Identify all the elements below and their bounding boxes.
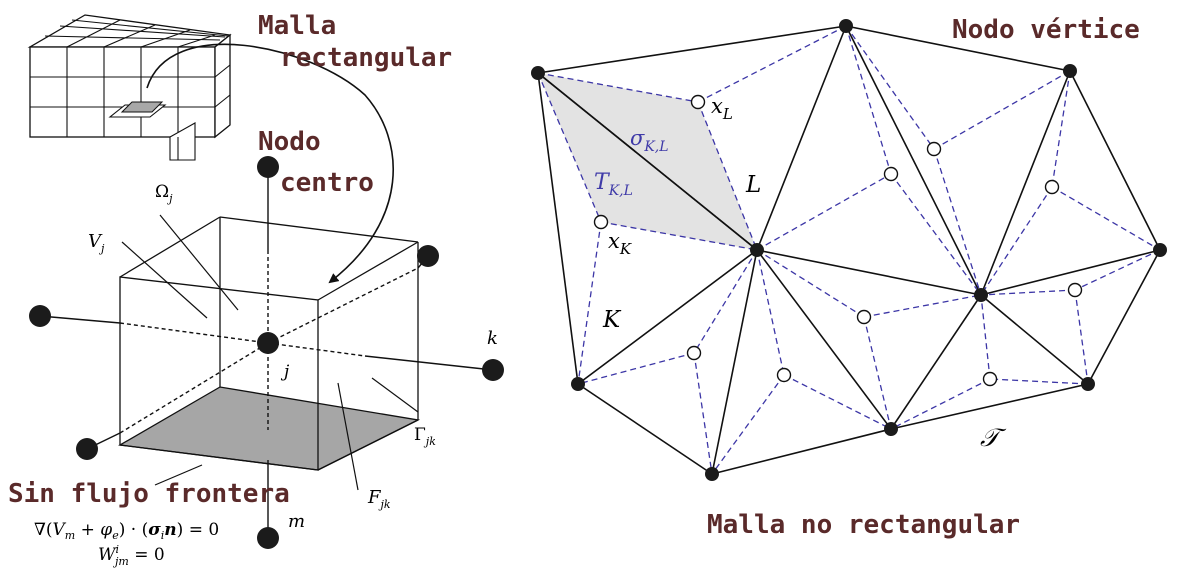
xL-label: xL (711, 94, 733, 123)
nodo-centro-label-2: centro (280, 168, 374, 198)
dual-edges (537, 25, 1161, 475)
tau-label: 𝒯 (980, 423, 1007, 452)
j-label: j (280, 362, 290, 382)
sigma-label: σK,L (630, 126, 669, 155)
xK-label: xK (608, 229, 632, 258)
F-label: Fjk (367, 487, 391, 511)
equation-1: ∇(Vm + φe) · (σin) = 0 (34, 520, 219, 542)
sin-flujo-label: Sin flujo frontera (8, 479, 290, 509)
node-back (417, 245, 439, 267)
K-label: K (602, 307, 622, 333)
node-m (257, 527, 279, 549)
rectangular-mesh-block (27, 14, 232, 161)
malla-no-rect-label: Malla no rectangular (707, 510, 1020, 540)
T-label: TK,L (594, 170, 633, 199)
shared-face (537, 72, 758, 251)
malla-rect-label-1: Malla (258, 11, 336, 41)
nodo-centro-label-1: Nodo (258, 127, 321, 157)
node-center (257, 332, 279, 354)
center-nodes (593, 94, 1083, 387)
nodo-vertice-label: Nodo vértice (952, 15, 1140, 45)
omega-label: Ωj (155, 182, 173, 205)
zoom-arrow (146, 43, 395, 284)
m-label: m (288, 511, 305, 532)
control-volume-cube (118, 216, 421, 471)
malla-rect-label-2: rectangular (280, 43, 452, 73)
node-top (257, 156, 279, 178)
node-front (76, 438, 98, 460)
node-left (29, 305, 51, 327)
k-label: k (487, 328, 498, 349)
gamma-label: Γjk (414, 425, 436, 448)
vertex-nodes (531, 19, 1167, 481)
volume-label: Vj (88, 231, 105, 255)
node-connections (39, 167, 494, 538)
node-k (482, 359, 504, 381)
cell-nodes (29, 156, 504, 549)
label-pointers (121, 214, 419, 491)
L-label: L (745, 172, 761, 198)
